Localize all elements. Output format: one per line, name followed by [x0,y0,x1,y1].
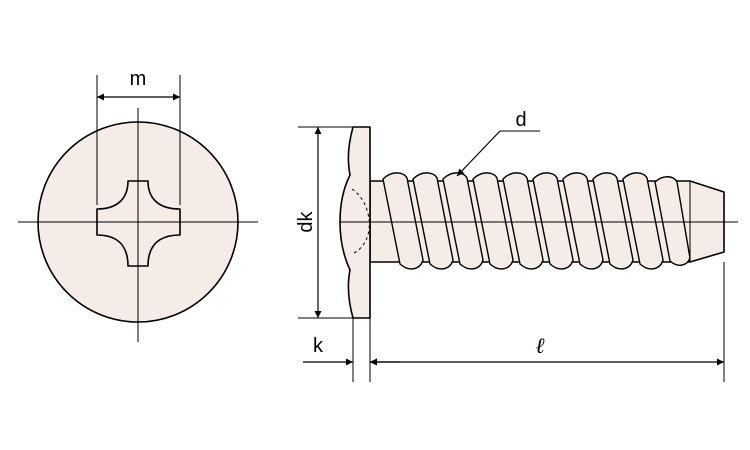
thread-crest [502,172,544,270]
head-top-view: m [18,68,258,342]
length-label: ℓ [535,333,545,358]
thread-crests [382,172,691,270]
screw-side-view: dk d k ℓ [295,109,738,382]
thread-crest [382,172,424,270]
k-label: k [313,335,324,357]
dk-label: dk [295,210,317,232]
thread-crest [562,172,604,270]
thread-crest [412,172,454,270]
thread-crest [472,172,514,270]
thread-crest [592,172,634,270]
thread-crest [442,172,484,270]
thread-crest [532,172,574,270]
thread-crest [654,176,691,266]
d-label: d [515,109,526,131]
thread-crest [622,172,664,270]
m-label: m [130,68,147,90]
d-leader-line [456,130,501,177]
